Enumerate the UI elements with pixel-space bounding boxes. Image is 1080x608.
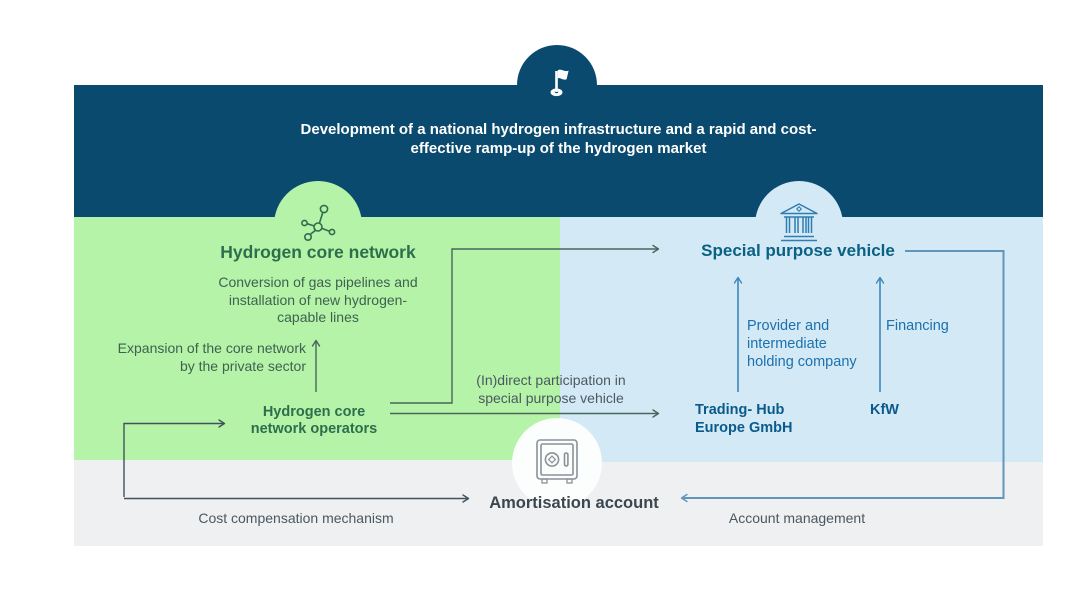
bank-icon	[776, 199, 822, 252]
safe-circle	[512, 418, 602, 508]
molecule-icon	[295, 198, 341, 253]
goal-title-line2: effective ramp-up of the hydrogen market	[410, 140, 707, 157]
participation-note: (In)direct participation in special purp…	[476, 372, 626, 406]
flag-icon	[539, 64, 575, 107]
special-purpose-vehicle-heading: Special purpose vehicle	[701, 241, 895, 260]
goal-title: Development of a national hydrogen infra…	[74, 120, 1043, 158]
account-management-label: Account management	[728, 510, 866, 526]
network-operators-label: Hydrogen core network operators	[250, 404, 378, 437]
trading-hub-label: Trading- Hub Europe GmbH	[695, 402, 793, 436]
provider-note: Provider and intermediate holding compan…	[747, 318, 857, 370]
safe-icon	[531, 434, 583, 493]
conversion-note: Conversion of gas pipelines and installa…	[218, 274, 418, 325]
amortisation-account-heading: Amortisation account	[489, 494, 659, 512]
molecule-circle	[274, 181, 362, 269]
expansion-note: Expansion of the core network by the pri…	[117, 340, 306, 374]
financing-label: Financing	[886, 318, 949, 334]
kfw-label: KfW	[870, 402, 899, 418]
goal-title-line1: Development of a national hydrogen infra…	[300, 121, 817, 138]
cost-compensation-label: Cost compensation mechanism	[198, 510, 394, 526]
goal-circle	[517, 45, 597, 125]
hydrogen-core-network-heading: Hydrogen core network	[220, 242, 416, 262]
